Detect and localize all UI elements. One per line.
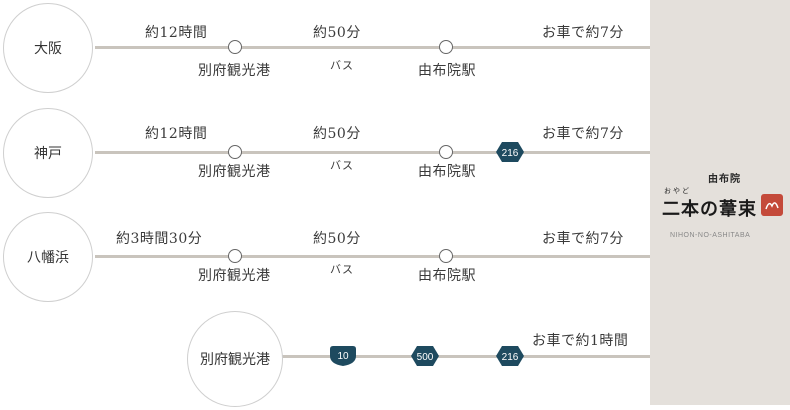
stop1-label: 別府観光港 (198, 268, 271, 284)
stop-marker (439, 249, 453, 263)
svg-text:10: 10 (337, 351, 349, 362)
route-line (282, 355, 650, 358)
route-line (95, 151, 650, 154)
segment1-duration: 約12時間 (145, 25, 208, 41)
segment2-mode: バス (330, 159, 354, 172)
origin-city: 大阪 (3, 3, 93, 93)
route-10-badge: 10 (330, 346, 356, 366)
route-500-badge: 500 (411, 346, 439, 366)
final-duration: お車で約7分 (542, 25, 624, 41)
stop-marker (439, 145, 453, 159)
segment1-duration: 約12時間 (145, 126, 208, 142)
seal-stamp-icon (761, 194, 783, 216)
route-216-badge: 216 (496, 346, 524, 366)
logo-ruby-text: おやど (664, 187, 691, 195)
origin-city: 神戸 (3, 108, 93, 198)
route-osaka: 大阪 約12時間 別府観光港 約50分 バス 由布院駅 お車で約7分 (0, 0, 650, 100)
origin-city: 八幡浜 (3, 212, 93, 302)
route-beppu: 別府観光港 10 500 216 お車で約1時間 (0, 310, 650, 410)
route-yawatahama: 八幡浜 約3時間30分 別府観光港 約50分 バス 由布院駅 お車で約7分 (0, 209, 650, 309)
stop2-label: 由布院駅 (418, 268, 476, 284)
segment2-mode: バス (330, 263, 354, 276)
route-line (95, 46, 650, 49)
logo-sidebar: 由布院 おやど 二本の葦束 NIHON-NO-ASHITABA (650, 0, 790, 405)
route-216-badge: 216 (496, 142, 524, 162)
logo-small-text: 由布院 (708, 174, 741, 185)
stop-marker (439, 40, 453, 54)
stop-marker (228, 145, 242, 159)
logo-main-text: 二本の葦束 (662, 199, 757, 220)
final-duration: お車で約7分 (542, 126, 624, 142)
segment2-mode: バス (330, 59, 354, 72)
route-line (95, 255, 650, 258)
segment1-duration: 約3時間30分 (116, 231, 203, 247)
segment2-duration: 約50分 (313, 231, 361, 247)
stop2-label: 由布院駅 (418, 63, 476, 79)
stop1-label: 別府観光港 (198, 63, 271, 79)
origin-city: 別府観光港 (187, 311, 283, 407)
route-kobe: 神戸 約12時間 別府観光港 約50分 バス 由布院駅 216 お車で約7分 (0, 105, 650, 205)
svg-text:216: 216 (502, 352, 519, 363)
stop2-label: 由布院駅 (418, 164, 476, 180)
svg-text:500: 500 (417, 352, 434, 363)
segment2-duration: 約50分 (313, 126, 361, 142)
final-duration: お車で約1時間 (532, 333, 629, 349)
logo-romaji: NIHON-NO-ASHITABA (670, 232, 751, 239)
final-duration: お車で約7分 (542, 231, 624, 247)
svg-text:216: 216 (502, 148, 519, 159)
stop1-label: 別府観光港 (198, 164, 271, 180)
segment2-duration: 約50分 (313, 25, 361, 41)
stop-marker (228, 40, 242, 54)
stop-marker (228, 249, 242, 263)
